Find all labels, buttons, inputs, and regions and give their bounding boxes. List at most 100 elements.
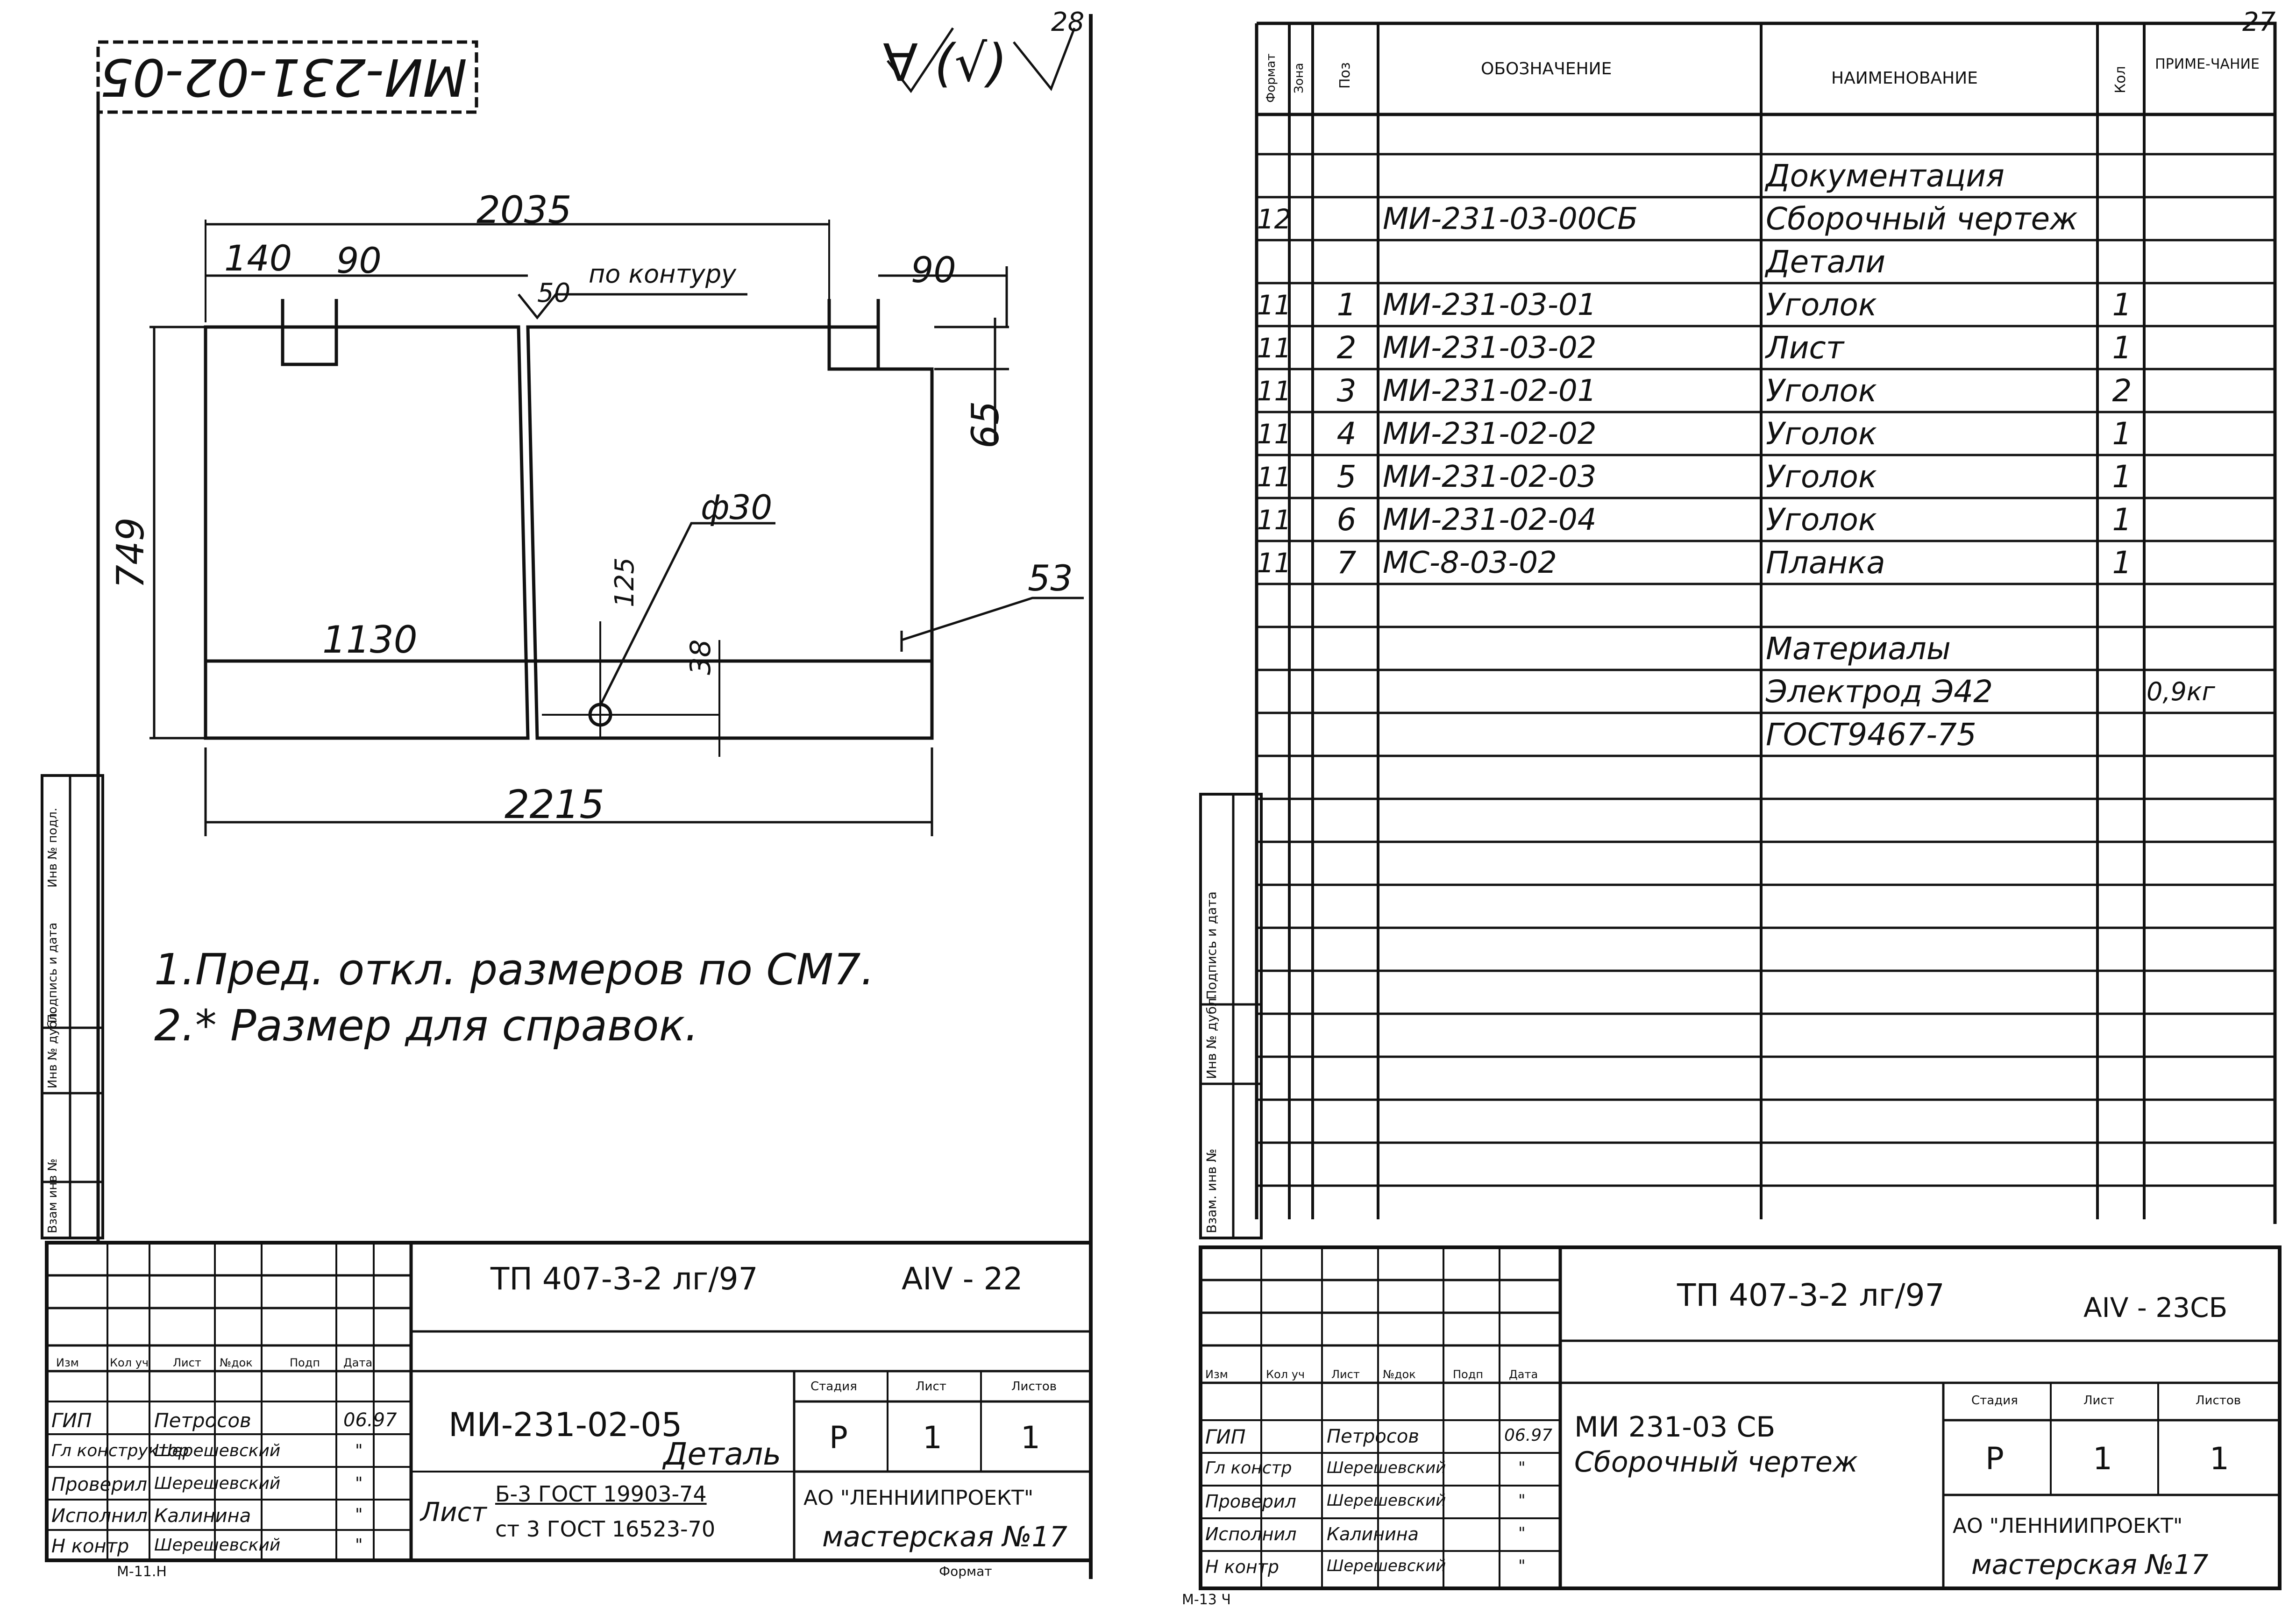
spec-cell-format: 11 xyxy=(1257,418,1292,450)
spec-cell-pos: 7 xyxy=(1336,545,1357,581)
right-th-0: Изм xyxy=(1205,1368,1228,1381)
left-org-line2: мастерская №17 xyxy=(822,1521,1067,1553)
left-title-line1: МИ-231-02-05 xyxy=(448,1406,682,1444)
spec-cell-qty: 1 xyxy=(2112,330,2132,366)
spec-cell-format: 11 xyxy=(1257,289,1292,321)
right-th-5: Дата xyxy=(1509,1368,1538,1381)
right-side-label-1: Инв № дубл. xyxy=(1204,994,1219,1079)
left-th-1: Кол уч xyxy=(110,1356,149,1369)
spec-cell-name: Материалы xyxy=(1766,631,1951,667)
right-title-block xyxy=(1199,1245,2282,1590)
spec-cell-designation: МИ-231-03-02 xyxy=(1383,331,1597,365)
spec-cell-format xyxy=(1259,243,1289,281)
roughness-mark: ∀ (√) xyxy=(883,33,1008,93)
left-th-3: №док xyxy=(220,1356,253,1369)
spec-cell-qty xyxy=(2100,630,2144,668)
right-sheets: 1 xyxy=(2210,1441,2229,1477)
spec-row-lines xyxy=(1257,153,2275,1187)
stamp-box xyxy=(96,40,478,114)
left-th-2: Лист xyxy=(173,1356,201,1369)
spec-cell-pos xyxy=(1315,200,1378,238)
left-page-number: 28 xyxy=(1051,7,1085,37)
spec-cell-name: Электрод Э42 xyxy=(1766,674,1993,710)
spec-cell-qty: 1 xyxy=(2112,287,2132,323)
spec-cell-name: Уголок xyxy=(1766,459,1877,495)
spec-cell-pos xyxy=(1315,673,1378,711)
right-sig-role-2: Проверил xyxy=(1205,1491,1296,1512)
spec-cell-name: Уголок xyxy=(1766,416,1877,452)
left-sig-date-2: " xyxy=(355,1474,363,1493)
dim-height: 749 xyxy=(109,517,152,589)
spec-cell-designation: МИ-231-03-01 xyxy=(1383,288,1597,322)
right-stage: Р xyxy=(1985,1441,2004,1477)
dim-slot-left: 90 xyxy=(336,240,382,281)
left-doc-code: ТП 407-3-2 лг/97 xyxy=(490,1261,758,1297)
right-footer-left: М-13 Ч xyxy=(1182,1592,1231,1608)
left-sig-role-1: Гл конструктор xyxy=(51,1441,189,1460)
spec-cell-pos: 2 xyxy=(1336,330,1357,366)
spec-cell-name: Уголок xyxy=(1766,502,1877,538)
spec-cell-name: Уголок xyxy=(1766,373,1877,409)
right-linework xyxy=(1199,21,2282,1590)
spec-cell-note: 0,9кг xyxy=(2147,677,2215,706)
spec-cell-pos: 4 xyxy=(1336,416,1357,452)
spec-h-qty: Кол xyxy=(2112,66,2129,93)
spec-cell-format xyxy=(1259,157,1289,195)
spec-cell-format xyxy=(1259,587,1289,625)
spec-cell-qty: 1 xyxy=(2112,416,2132,452)
left-footer-right: Формат xyxy=(939,1564,992,1579)
spec-cell-name: Планка xyxy=(1766,545,1885,581)
right-sheet-header: Лист xyxy=(2083,1394,2114,1408)
dim-slot-right: 90 xyxy=(911,249,956,291)
spec-cell-format: 11 xyxy=(1257,547,1292,579)
spec-cell-format xyxy=(1259,716,1289,754)
spec-cell-designation: МИ-231-02-04 xyxy=(1383,503,1597,537)
dim-thickness: 53 xyxy=(1028,557,1073,599)
spec-cell-name: Сборочный чертеж xyxy=(1766,201,2078,237)
right-th-1: Кол уч xyxy=(1266,1368,1305,1381)
dim-hole-chamfer: 125 xyxy=(610,557,640,607)
spec-cell-designation: МИ-231-02-01 xyxy=(1383,374,1597,408)
left-sheet-code: АIV - 22 xyxy=(902,1261,1023,1297)
spec-cell-qty: 2 xyxy=(2112,373,2132,409)
right-sig-role-4: Н контр xyxy=(1205,1557,1279,1577)
right-org-line2: мастерская №17 xyxy=(1971,1549,2209,1580)
spec-h-pos: Поз xyxy=(1337,62,1353,89)
note-2: 2.* Размер для справок. xyxy=(154,1001,699,1051)
spec-cell-qty xyxy=(2100,587,2144,625)
right-sheet-code: АIV - 23СБ xyxy=(2083,1292,2228,1323)
left-title-line2: Деталь xyxy=(663,1436,782,1472)
spec-cell-pos: 5 xyxy=(1336,459,1357,495)
left-sheet: 1 xyxy=(923,1420,942,1456)
spec-cell-qty: 1 xyxy=(2112,545,2132,581)
left-th-4: Подп xyxy=(290,1356,320,1369)
spec-cell-pos xyxy=(1315,716,1378,754)
right-sheet: 1 xyxy=(2093,1441,2112,1477)
dim-right-drop: 65 xyxy=(964,401,1007,448)
right-sig-name-0: Петросов xyxy=(1327,1426,1419,1447)
left-sig-role-4: Н контр xyxy=(51,1536,129,1557)
left-sheets-header: Листов xyxy=(1011,1380,1057,1394)
right-side-label-0: Подпись и дата xyxy=(1204,891,1219,1000)
dim-overall-bottom: 2215 xyxy=(505,782,604,827)
left-sig-name-3: Калинина xyxy=(154,1505,251,1527)
note-1: 1.Пред. откл. размеров по СМ7. xyxy=(154,945,874,995)
left-sig-role-3: Исполнил xyxy=(51,1505,148,1527)
spec-cell-pos: 3 xyxy=(1336,373,1357,409)
spec-cell-qty xyxy=(2100,200,2144,238)
side-label-3: Инв № подл. xyxy=(46,807,60,888)
right-sig-date-4: " xyxy=(1518,1557,1526,1575)
spec-cell-designation: МИ-231-02-03 xyxy=(1383,460,1597,494)
spec-cell-name: Документация xyxy=(1766,158,2005,194)
left-sheet-header: Лист xyxy=(916,1380,946,1394)
spec-cell-format xyxy=(1259,630,1289,668)
right-sig-role-3: Исполнил xyxy=(1205,1524,1297,1544)
right-sig-name-1: Шерешевский xyxy=(1327,1458,1446,1477)
dim-left-offset: 140 xyxy=(224,237,292,279)
left-material-line2: ст 3 ГОСТ 16523-70 xyxy=(495,1516,716,1542)
spec-h-note: ПРИМЕ-ЧАНИЕ xyxy=(2155,56,2260,72)
right-stage-header: Стадия xyxy=(1971,1394,2018,1408)
side-label-0: Взам инв № xyxy=(46,1159,60,1233)
right-page-number: 27 xyxy=(2242,7,2276,37)
right-th-4: Подп xyxy=(1453,1368,1484,1381)
